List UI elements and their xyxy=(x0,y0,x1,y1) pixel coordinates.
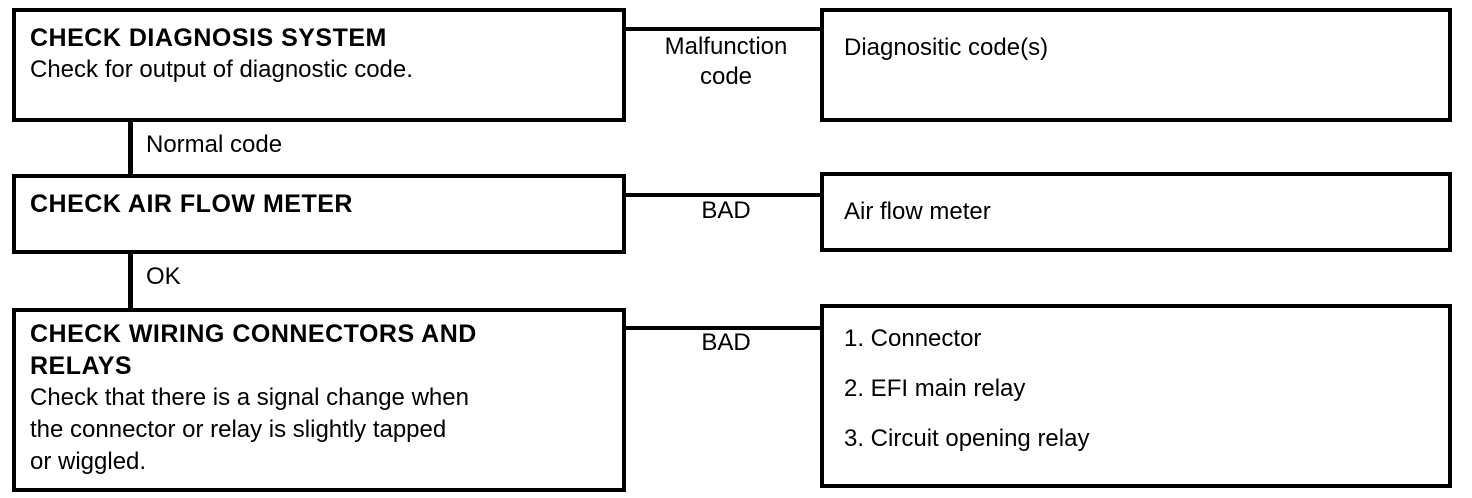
branch-label-bad: BAD xyxy=(701,329,751,356)
result-item: 2. EFI main relay xyxy=(844,375,1026,402)
step-title: CHECK DIAGNOSIS SYSTEM xyxy=(30,24,387,52)
flow-label-normal-code: Normal code xyxy=(146,131,283,158)
step-description-line: or wiggled. xyxy=(30,448,147,475)
result-text: Diagnositic code(s) xyxy=(844,34,1049,61)
branch-label-bad: BAD xyxy=(701,197,751,224)
step-title-line: RELAYS xyxy=(30,352,133,380)
branch-label-malfunction: Malfunction code xyxy=(664,33,788,90)
step-description: Check for output of diagnostic code. xyxy=(30,56,413,83)
step-check-diagnosis-system: CHECK DIAGNOSIS SYSTEM Check for output … xyxy=(12,8,626,122)
flow-connector xyxy=(128,254,133,308)
result-item: 3. Circuit opening relay xyxy=(844,425,1090,452)
flow-connector xyxy=(128,122,133,174)
step-check-wiring-connectors-and-relays: CHECK WIRING CONNECTORS AND RELAYS Check… xyxy=(12,308,626,492)
result-diagnostic-codes: Diagnositic code(s) xyxy=(820,8,1452,122)
step-title: CHECK AIR FLOW METER xyxy=(30,190,353,218)
step-description-line: Check that there is a signal change when xyxy=(30,384,469,411)
result-connectors-relays: 1. Connector 2. EFI main relay 3. Circui… xyxy=(820,304,1452,488)
branch-connector xyxy=(626,193,820,197)
step-check-air-flow-meter: CHECK AIR FLOW METER xyxy=(12,174,626,254)
branch-connector xyxy=(626,27,820,31)
result-text: Air flow meter xyxy=(844,198,991,225)
step-description-line: the connector or relay is slightly tappe… xyxy=(30,416,447,443)
result-item: 1. Connector xyxy=(844,325,982,352)
branch-connector xyxy=(626,326,820,330)
step-title-line: CHECK WIRING CONNECTORS AND xyxy=(30,320,477,348)
flow-label-ok: OK xyxy=(146,263,181,290)
result-air-flow-meter: Air flow meter xyxy=(820,172,1452,252)
